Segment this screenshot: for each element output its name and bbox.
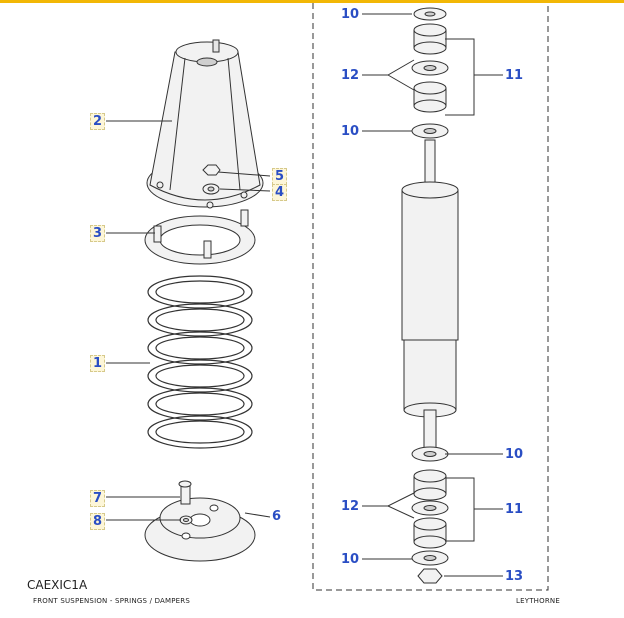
diagram-title: FRONT SUSPENSION - SPRINGS / DAMPERS [33,597,191,605]
callout-4: 4 [272,184,288,201]
callout-8: 8 [90,513,106,530]
spring-turret [146,39,264,209]
callout-12-bottom: 12 [341,499,360,514]
callout-5: 5 [272,168,288,185]
callout-13: 13 [505,569,524,584]
lower-spring-seat [144,497,256,562]
lower-bush-stack [411,446,449,584]
brand-name: LEYTHORNE [516,597,560,605]
callout-3: 3 [90,225,106,242]
callout-11-bottom: 11 [505,502,524,517]
upper-bush-stack [411,7,449,139]
callout-2: 2 [90,113,106,130]
callout-10-top: 10 [341,7,360,22]
coil-spring [147,275,253,449]
seat-bolt-and-washer [178,480,193,525]
callout-10-bottom: 10 [341,552,360,567]
spring-seat-plate [144,209,256,265]
turret-nut-and-washer [202,164,221,195]
callout-7: 7 [90,490,106,507]
callout-6: 6 [272,509,282,524]
damper-unit [401,139,459,451]
damper-group-outline [312,3,549,591]
top-accent-bar [0,0,624,3]
callout-12-top: 12 [341,68,360,83]
diagram-code: CAEXIC1A [27,578,88,592]
callout-10-upper: 10 [341,124,360,139]
callout-1: 1 [90,355,106,372]
callout-10-lower: 10 [505,447,524,462]
leader-lines [106,13,503,577]
callout-11-top: 11 [505,68,524,83]
